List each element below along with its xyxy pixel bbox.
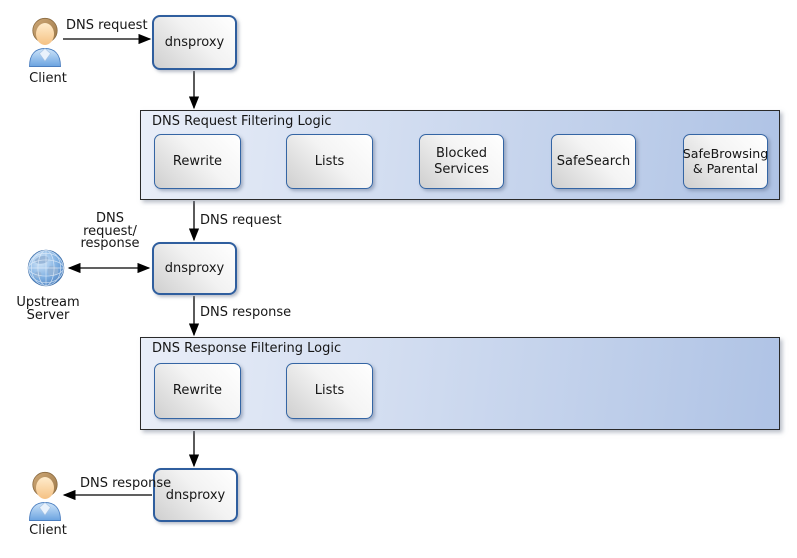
- filter-box-rewrite-response: Rewrite: [154, 363, 241, 419]
- upstream-exchange-line: response: [80, 236, 140, 252]
- upstream-exchange-line: request/: [83, 223, 137, 239]
- filter-box-label: SafeSearch: [556, 153, 631, 169]
- client-bottom-label: Client: [29, 523, 67, 538]
- filter-box-lists-response: Lists: [286, 363, 373, 419]
- response-filtering-title: DNS Response Filtering Logic: [152, 341, 342, 356]
- filter-box-lists-request: Lists: [286, 134, 373, 189]
- dnsproxy-bottom-label: dnsproxy: [165, 487, 226, 503]
- dnsproxy-node-middle: dnsproxy: [152, 242, 237, 295]
- request-filtering-container: DNS Request Filtering Logic Rewrite List…: [140, 110, 780, 200]
- filter-box-safesearch: SafeSearch: [551, 134, 636, 189]
- filter-box-rewrite-request: Rewrite: [154, 134, 241, 189]
- filter-box-blocked-services: Blocked Services: [419, 134, 504, 189]
- filter-box-label: Rewrite: [172, 153, 223, 169]
- dns-response-label-bottom: DNS response: [80, 476, 172, 491]
- dnsproxy-top-label: dnsproxy: [164, 35, 225, 50]
- dns-request-label-middle: DNS request: [200, 213, 282, 228]
- dnsproxy-node-top: dnsproxy: [152, 15, 237, 70]
- filter-box-label: Rewrite: [172, 383, 223, 399]
- upstream-globe-icon: [27, 249, 65, 287]
- client-top-label: Client: [29, 71, 67, 86]
- dnsproxy-middle-label: dnsproxy: [164, 261, 225, 276]
- response-filtering-container: DNS Response Filtering Logic Rewrite Lis…: [140, 337, 780, 430]
- upstream-exchange-line: DNS: [96, 211, 124, 226]
- client-person-icon: [29, 17, 61, 67]
- request-filtering-title: DNS Request Filtering Logic: [152, 114, 332, 129]
- filter-box-safebrowsing-parental: SafeBrowsing & Parental: [683, 134, 768, 189]
- dnsproxy-node-bottom: dnsproxy: [153, 468, 238, 522]
- filter-box-label: SafeBrowsing & Parental: [682, 145, 769, 176]
- dns-request-label-top: DNS request: [66, 18, 148, 33]
- client-person-icon-bottom: [29, 471, 61, 521]
- upstream-server-label: Upstream Server: [16, 295, 80, 323]
- upstream-exchange-label: DNS request/ response: [74, 211, 146, 252]
- filter-box-label: Blocked Services: [434, 146, 489, 177]
- dns-response-label-middle: DNS response: [200, 305, 292, 320]
- filter-box-label: Lists: [314, 153, 345, 169]
- filter-box-label: Lists: [314, 383, 345, 399]
